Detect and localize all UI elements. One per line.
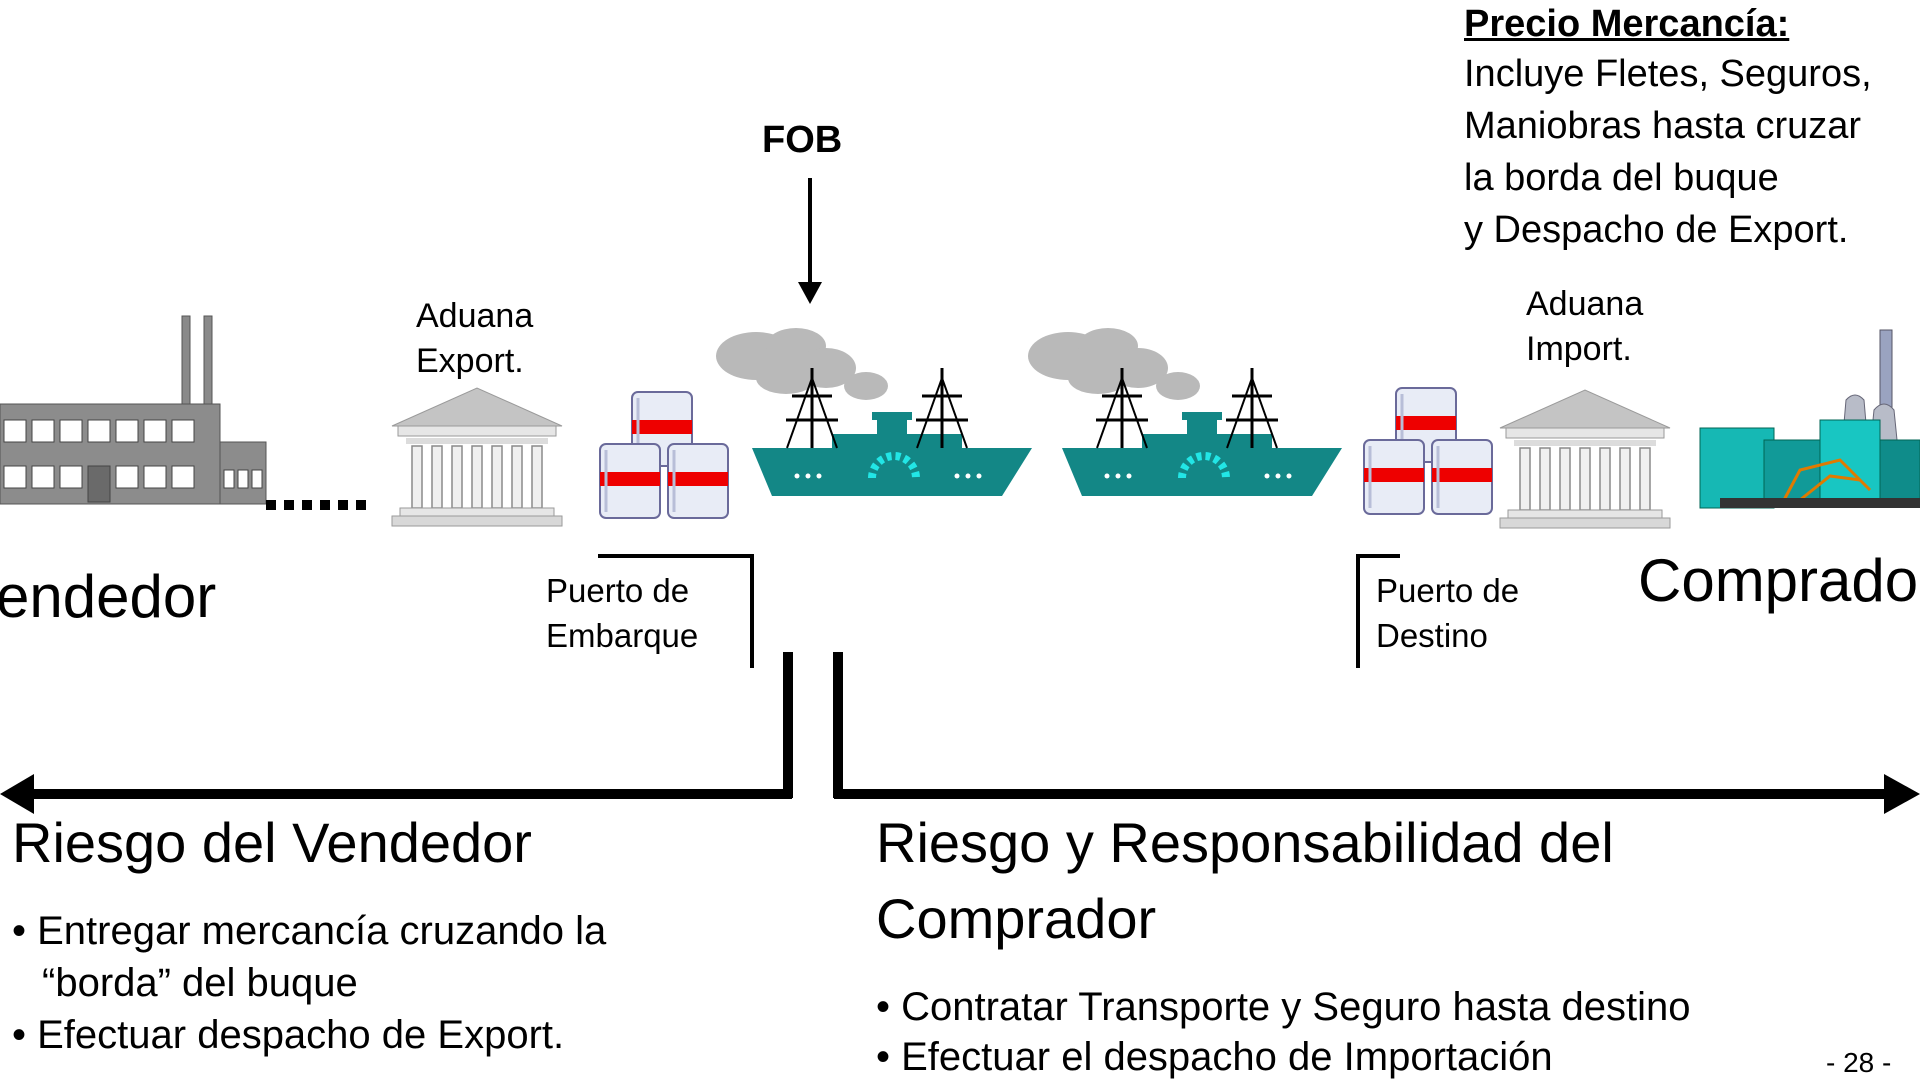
port-destination-bracket — [1356, 554, 1400, 668]
customs-import-icon — [1499, 389, 1671, 529]
buyer-risk-arrow — [833, 652, 1920, 814]
page-number: - 28 - — [1826, 1047, 1892, 1078]
aduana-import-line-2: Import. — [1526, 330, 1632, 368]
buyer-risk-bullet-1: • Contratar Transporte y Seguro hasta de… — [876, 985, 1691, 1029]
seller-risk-bullet-1: • Entregar mercancía cruzando la — [12, 909, 607, 953]
puerto-destino-line-1: Puerto de — [1376, 572, 1520, 609]
price-line-1: Incluye Fletes, Seguros, — [1464, 53, 1872, 95]
dotted-road — [266, 500, 366, 510]
puerto-destino-line-2: Destino — [1376, 617, 1488, 654]
containers-origin-icon — [598, 390, 730, 520]
seller-risk-arrow — [0, 652, 793, 814]
ship-origin-icon — [716, 328, 1032, 496]
fob-label: FOB — [762, 119, 843, 161]
price-line-4: y Despacho de Export. — [1464, 209, 1849, 251]
price-title: Precio Mercancía: — [1464, 3, 1790, 45]
seller-label: endedor — [0, 563, 217, 630]
puerto-embarque-line-1: Puerto de — [546, 572, 690, 609]
seller-risk-bullet-1-cont: “borda” del buque — [42, 961, 358, 1005]
buyer-risk-title-line-1: Riesgo y Responsabilidad del — [876, 811, 1614, 874]
fob-arrow — [798, 178, 822, 304]
seller-risk-bullet-2: • Efectuar despacho de Export. — [12, 1013, 565, 1057]
seller-risk-title: Riesgo del Vendedor — [12, 811, 532, 874]
buyer-risk-bullet-2: • Efectuar el despacho de Importación — [876, 1035, 1553, 1079]
factory-icon — [0, 315, 267, 505]
aduana-import-line-1: Aduana — [1526, 285, 1644, 323]
price-line-2: Maniobras hasta cruzar — [1464, 105, 1862, 147]
port-origin-bracket — [598, 554, 754, 668]
aduana-export-line-1: Aduana — [416, 297, 534, 335]
buyer-label: Comprado — [1638, 547, 1919, 614]
price-line-3: la borda del buque — [1464, 157, 1779, 199]
containers-destination-icon — [1362, 386, 1494, 516]
customs-export-icon — [391, 387, 563, 527]
aduana-export-line-2: Export. — [416, 342, 524, 380]
puerto-embarque-line-2: Embarque — [546, 617, 699, 654]
industrial-plant-icon — [1699, 329, 1920, 509]
buyer-risk-title-line-2: Comprador — [876, 887, 1157, 950]
ship-destination-icon — [1028, 328, 1342, 496]
